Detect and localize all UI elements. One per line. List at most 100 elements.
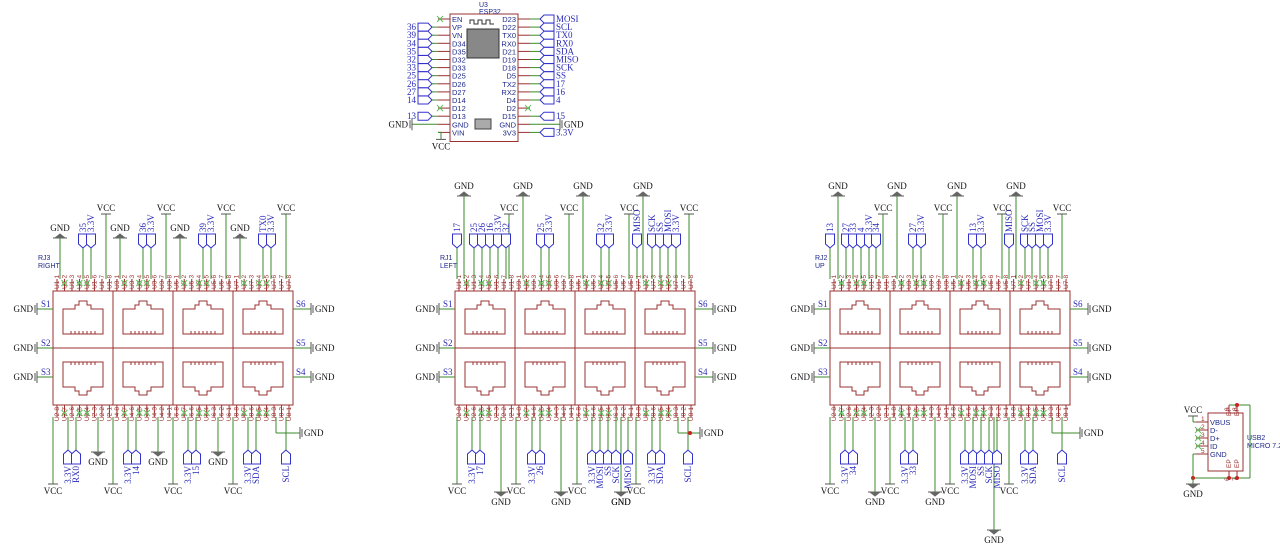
net-label[interactable]: 3.3V bbox=[976, 214, 986, 249]
nc-stroke bbox=[898, 409, 905, 417]
net-label[interactable]: 32 bbox=[407, 55, 433, 65]
no-connect-icon bbox=[853, 279, 860, 287]
rj-pin-label-bottom: U2-1 bbox=[883, 407, 890, 421]
net-label[interactable]: SCK bbox=[611, 449, 621, 484]
rj-pin-label-bottom: U2-2 bbox=[876, 407, 883, 421]
net-label[interactable]: SCL bbox=[1057, 449, 1067, 483]
net-label[interactable]: 15 bbox=[191, 449, 201, 475]
rj-block-right[interactable]: RJ3RIGHTU1-1U2-8U1-2U2-7U1-3U2-6U1-4U2-5… bbox=[14, 203, 335, 496]
net-label[interactable]: 33 bbox=[908, 449, 918, 475]
rj-pin-label-bottom: U6-3 bbox=[988, 407, 995, 421]
net-label[interactable]: SDA bbox=[1028, 449, 1038, 484]
net-label[interactable]: 17 bbox=[539, 79, 566, 89]
gnd-symbol-icon: GND bbox=[551, 491, 571, 507]
rj-pin-label-top: U1-5 bbox=[486, 275, 493, 289]
net-label[interactable]: SCK bbox=[539, 63, 574, 73]
net-label[interactable]: 14 bbox=[131, 449, 141, 475]
net-label[interactable]: 3.3V bbox=[916, 214, 926, 249]
rj-block-left[interactable]: RJ1LEFTU1-1U2-8U1-2U2-7U1-3U2-6U1-4U2-5U… bbox=[416, 181, 737, 507]
gnd-label: GND bbox=[717, 343, 737, 353]
no-connect-icon bbox=[263, 409, 270, 417]
net-label[interactable]: 3.3V bbox=[266, 214, 276, 249]
net-label[interactable]: 33 bbox=[407, 63, 433, 73]
gnd-label: GND bbox=[14, 304, 34, 314]
gnd-symbol-icon: GND bbox=[947, 181, 967, 197]
net-label[interactable]: 17 bbox=[475, 449, 485, 475]
net-label[interactable]: 17 bbox=[452, 223, 462, 249]
net-label[interactable]: 39 bbox=[407, 30, 433, 40]
net-label[interactable]: 32 bbox=[501, 223, 511, 249]
rj45-jack-icon bbox=[62, 361, 104, 396]
net-label[interactable]: 34 bbox=[848, 449, 858, 475]
net-label-text: 3.3V bbox=[266, 214, 276, 232]
vcc-label: VCC bbox=[164, 486, 183, 496]
net-label[interactable]: 3.3V bbox=[146, 214, 156, 249]
net-label[interactable]: 34 bbox=[871, 223, 881, 249]
net-label[interactable]: RX0 bbox=[71, 449, 81, 483]
rj45-jack-icon bbox=[959, 300, 1001, 335]
rj45-jack-icon bbox=[524, 300, 566, 335]
vcc-symbol-icon: VCC bbox=[157, 203, 175, 215]
rj-pin-label-top: U7-6 bbox=[1048, 275, 1055, 289]
net-label[interactable]: 13 bbox=[825, 223, 835, 249]
net-label[interactable]: 16 bbox=[539, 87, 566, 97]
net-label[interactable]: 3.3V bbox=[206, 214, 216, 249]
vcc-symbol-icon: VCC bbox=[560, 203, 578, 215]
net-label[interactable]: SS bbox=[539, 71, 566, 81]
net-label[interactable]: 35 bbox=[407, 46, 433, 56]
net-label[interactable]: SDA bbox=[655, 449, 665, 484]
net-label[interactable]: SCL bbox=[683, 449, 693, 483]
net-label-flag bbox=[281, 449, 291, 465]
rj-pin-label-top: U1-1 bbox=[456, 275, 463, 289]
nc-stroke bbox=[957, 279, 965, 287]
no-connect-icon bbox=[463, 279, 470, 287]
net-label[interactable]: RX0 bbox=[539, 38, 574, 48]
net-label[interactable]: SDA bbox=[539, 46, 575, 56]
esp32-module[interactable]: U3ESP32ENVP36VN39D3434D3535D3232D3333D25… bbox=[389, 2, 584, 151]
net-label[interactable]: 3.3V bbox=[86, 214, 96, 249]
net-label[interactable]: MISO bbox=[632, 209, 642, 249]
net-label[interactable]: SDA bbox=[251, 449, 261, 484]
net-label[interactable]: TX0 bbox=[539, 30, 573, 40]
vcc-label: VCC bbox=[1053, 203, 1072, 213]
net-label-flag bbox=[539, 87, 555, 97]
net-label[interactable]: SCL bbox=[539, 22, 573, 32]
no-connect-icon bbox=[642, 279, 650, 287]
net-label[interactable]: MISO bbox=[539, 55, 579, 65]
net-label[interactable]: MISO bbox=[623, 449, 633, 489]
junction-dot bbox=[688, 431, 692, 435]
net-label[interactable]: 26 bbox=[535, 449, 545, 475]
net-label[interactable]: 36 bbox=[407, 22, 433, 32]
net-label-flag bbox=[604, 233, 614, 249]
esp32-pin-name-right: GND bbox=[499, 120, 516, 129]
nc-stroke bbox=[912, 409, 920, 417]
rj45-jack-icon bbox=[182, 361, 224, 396]
no-connect-icon bbox=[255, 279, 263, 287]
net-label[interactable]: SCL bbox=[281, 449, 291, 483]
net-label[interactable]: 4 bbox=[539, 95, 561, 105]
net-label[interactable]: MISO bbox=[992, 449, 1002, 489]
gnd-symbol-icon: GND bbox=[310, 371, 335, 383]
net-label[interactable]: 25 bbox=[407, 71, 433, 81]
net-label[interactable]: MISO bbox=[1004, 209, 1014, 249]
net-label[interactable]: 3.3V bbox=[544, 214, 554, 249]
net-label[interactable]: 3.3V bbox=[604, 214, 614, 249]
net-label[interactable]: 14 bbox=[407, 95, 433, 105]
net-label[interactable]: 3.3V bbox=[1043, 214, 1053, 249]
no-connect-icon bbox=[143, 409, 151, 417]
net-label[interactable]: 34 bbox=[407, 38, 433, 48]
rj-pin-label-top: U1-6 bbox=[91, 275, 98, 289]
net-label[interactable]: MOSI bbox=[539, 14, 579, 24]
rj-pin-label-bottom: U6-8 bbox=[576, 407, 583, 421]
net-label[interactable]: 27 bbox=[407, 87, 433, 97]
net-label[interactable]: 3.3V bbox=[671, 214, 681, 249]
esp32-pin-name-right: D4 bbox=[506, 96, 516, 105]
net-label[interactable]: 3.3V bbox=[539, 127, 574, 137]
net-label[interactable]: 13 bbox=[407, 111, 433, 121]
rj-pin-label-bottom: U6-6 bbox=[966, 407, 973, 421]
net-label[interactable]: 15 bbox=[539, 111, 566, 121]
net-label[interactable]: 26 bbox=[407, 79, 433, 89]
net-label-text: 32 bbox=[407, 55, 416, 65]
rj-block-up[interactable]: RJ2UPU1-1U2-8U1-2U2-7U1-3U2-6U1-4U2-5U1-… bbox=[791, 181, 1112, 545]
